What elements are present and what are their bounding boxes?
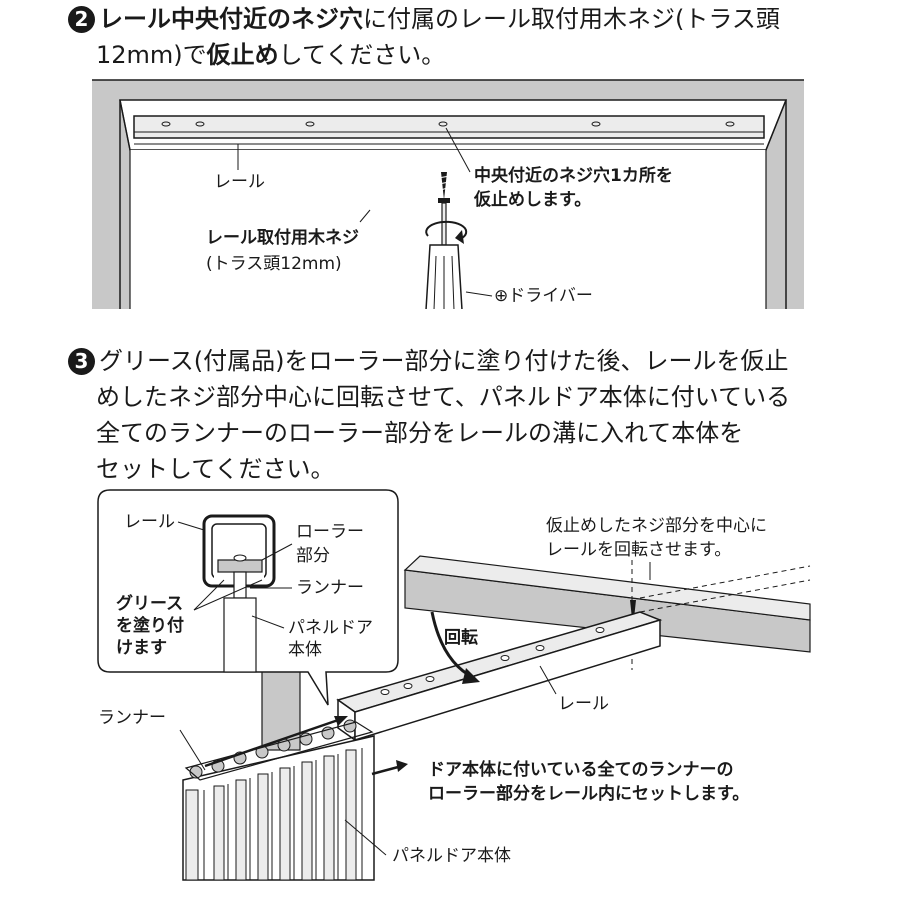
step2-number-badge: 2 (68, 6, 95, 33)
inset-callout (97, 489, 399, 706)
center-hole-note-1: 中央付近のネジ穴1カ所を (474, 166, 673, 186)
runner-label: ランナー (98, 708, 166, 728)
set-note-2: ローラー部分をレール内にセットします。 (428, 784, 750, 804)
inset-roller-label-1: ローラー (296, 522, 364, 542)
step3-line2: めしたネジ部分中心に回転させて、パネルドア本体に付いている (96, 383, 791, 411)
rotate-arrow-icon (425, 220, 468, 239)
rotate-note-1: 仮止めしたネジ部分を中心に (546, 516, 767, 536)
inset-runner-label: ランナー (296, 578, 364, 598)
screw-spec-label: (トラス頭12mm) (206, 254, 342, 274)
inset-body-label-1: パネルドア (288, 618, 373, 638)
wall-post (261, 667, 301, 751)
inset-roller-label-2: 部分 (296, 546, 330, 566)
set-note-1: ドア本体に付いている全てのランナーの (428, 760, 734, 780)
grease-label-2: を塗り付 (116, 616, 184, 636)
step2-text: に付属のレール取付用木ネジ(トラス頭 (363, 5, 780, 33)
grease-label-1: グリース (116, 594, 184, 614)
step3-line4: セットしてください。 (96, 455, 335, 483)
inset-body-label-2: 本体 (288, 640, 322, 660)
driver-label: ⊕ドライバー (494, 286, 593, 306)
step3-line3: 全てのランナーのローラー部分をレールの溝に入れて本体を (96, 419, 744, 447)
screwdriver (425, 202, 463, 311)
center-hole-note-2: 仮止めします。 (474, 190, 592, 210)
rotate-note-2: レールを回転させます。 (546, 540, 732, 560)
screw-label: レール取付用木ネジ (206, 228, 359, 248)
rail-holes (161, 121, 735, 127)
panel-door-body-label: パネルドア本体 (392, 846, 511, 866)
rail-label: レール (214, 172, 265, 192)
wood-screw (437, 172, 451, 203)
rotate-label: 回転 (444, 628, 478, 648)
step3-number-badge: 3 (68, 348, 95, 375)
step2-instruction-line2: 12mm)で仮止めしてください。 (96, 41, 446, 69)
panel-door-body (182, 719, 375, 881)
step2-text-bold-2: 仮止め (206, 41, 279, 69)
rail-label-main: レール (558, 694, 609, 714)
step2-text-bold: レール中央付近のネジ穴 (99, 5, 363, 33)
inset-rail-label: レール (124, 512, 175, 532)
grease-label-3: けます (116, 638, 167, 658)
rail-rotating (336, 611, 663, 742)
